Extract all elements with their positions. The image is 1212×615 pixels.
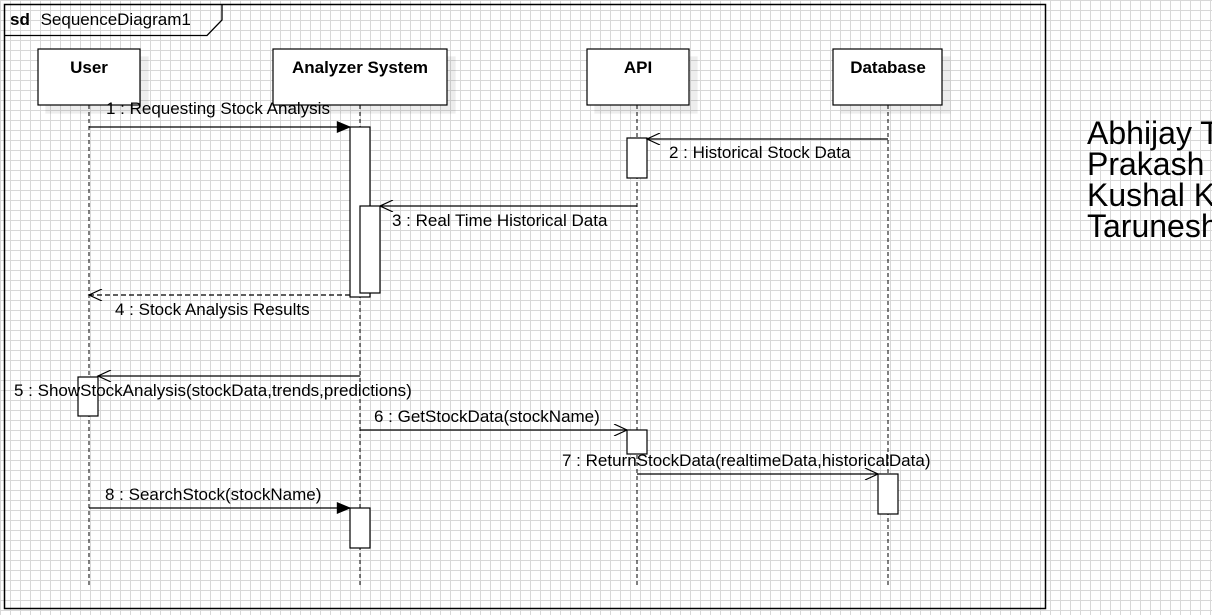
svg-text:sd SequenceDiagram1: sd SequenceDiagram1: [10, 10, 191, 29]
activation-database-1: [877, 473, 899, 515]
activation-analyzer-3: [349, 507, 371, 549]
message-5-label: 5 : ShowStockAnalysis(stockData,trends,p…: [14, 381, 412, 400]
message-7-label: 7 : ReturnStockData(realtimeData,histori…: [562, 451, 930, 470]
message-2-label: 2 : Historical Stock Data: [669, 143, 851, 162]
message-1-label: 1 : Requesting Stock Analysis: [106, 99, 330, 118]
message-6-label: 6 : GetStockData(stockName): [374, 407, 600, 426]
activation-api-2: [626, 429, 648, 455]
participant-api-name: API: [624, 58, 652, 77]
frame-border: [3, 3, 1047, 610]
participant-user-box[interactable]: [37, 48, 141, 106]
activation-api-1: [626, 137, 648, 179]
frame-keyword: sd: [10, 10, 30, 29]
activation-user-1: [77, 376, 99, 417]
author-name-1: Abhijay T: [1087, 115, 1212, 151]
participant-api-box[interactable]: [586, 48, 690, 106]
participant-analyzer-box[interactable]: [272, 48, 448, 106]
message-8-label: 8 : SearchStock(stockName): [105, 485, 321, 504]
participant-user-name: User: [70, 58, 108, 77]
frame-title: SequenceDiagram1: [41, 10, 191, 29]
participant-analyzer-name: Analyzer System: [292, 58, 428, 77]
author-name-3: Kushal K: [1087, 177, 1212, 213]
author-name-4: Tarunesh: [1087, 208, 1212, 244]
message-3-label: 3 : Real Time Historical Data: [392, 211, 608, 230]
participant-database-name: Database: [850, 58, 926, 77]
author-names: Abhijay T Prakash Kushal K Tarunesh: [1087, 115, 1212, 244]
frame-tab: [4, 4, 223, 37]
participant-database-box[interactable]: [832, 48, 943, 106]
message-4-label: 4 : Stock Analysis Results: [115, 300, 310, 319]
author-name-2: Prakash: [1087, 146, 1205, 182]
activation-analyzer-2: [359, 205, 381, 294]
